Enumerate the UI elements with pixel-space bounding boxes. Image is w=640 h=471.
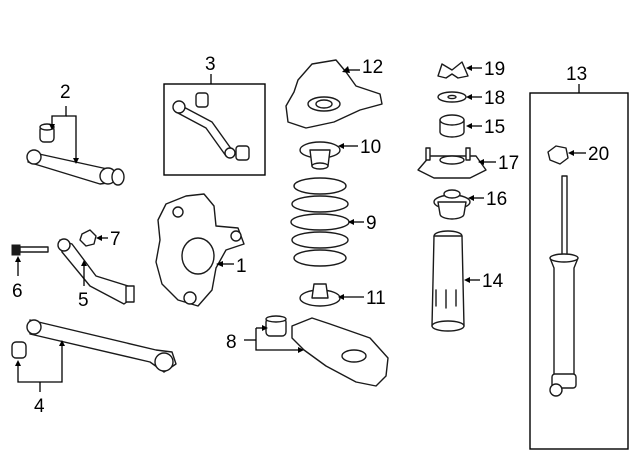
callout-8: 8 [226, 332, 237, 353]
callout-12: 12 [362, 57, 383, 78]
part-16-seat[interactable] [433, 189, 471, 220]
part-3-upper-arm[interactable] [172, 92, 250, 161]
part-13-shock-absorber[interactable] [549, 175, 579, 397]
callout-2: 2 [60, 82, 71, 103]
part-2-upper-arm[interactable] [26, 123, 125, 186]
part-18-washer[interactable] [437, 91, 467, 103]
callout-16: 16 [486, 189, 507, 210]
callout-13: 13 [566, 64, 587, 85]
callout-7: 7 [110, 229, 121, 250]
part-19-clip[interactable] [437, 61, 469, 79]
callout-2-leader [49, 106, 79, 164]
part-10-insulator[interactable] [299, 141, 341, 170]
part-4-lower-rod[interactable] [11, 319, 177, 373]
callout-20: 20 [588, 144, 609, 165]
part-8-lower-arm[interactable] [265, 315, 389, 387]
part-1-knuckle[interactable] [155, 193, 245, 307]
callout-17: 17 [498, 153, 519, 174]
part-9-coil-spring[interactable] [290, 177, 350, 267]
callout-15: 15 [484, 117, 505, 138]
callout-5: 5 [78, 290, 89, 311]
callout-11: 11 [366, 288, 386, 309]
callout-9: 9 [366, 213, 377, 234]
part-20-nut[interactable] [547, 145, 569, 165]
callout-4: 4 [34, 396, 45, 417]
part-3-box [163, 83, 266, 176]
part-5-toe-link[interactable] [57, 238, 135, 305]
callout-1: 1 [236, 256, 247, 277]
part-12-bracket[interactable] [285, 59, 383, 129]
part-13-box [529, 92, 629, 450]
part-6-bolt[interactable] [11, 244, 49, 256]
callout-3: 3 [205, 54, 216, 75]
callout-14: 14 [482, 271, 504, 292]
callout-19: 19 [484, 59, 505, 80]
callout-8-leader [244, 325, 304, 353]
part-14-dust-boot[interactable] [431, 230, 465, 332]
part-7-nut[interactable] [79, 229, 97, 247]
callout-18: 18 [484, 88, 505, 109]
callout-10: 10 [360, 137, 381, 158]
callout-6: 6 [12, 281, 23, 302]
part-11-lower-insulator[interactable] [299, 283, 341, 307]
callout-4-leader [15, 340, 65, 392]
part-15-bushing[interactable] [439, 114, 465, 138]
part-17-strut-mount[interactable] [417, 147, 487, 179]
